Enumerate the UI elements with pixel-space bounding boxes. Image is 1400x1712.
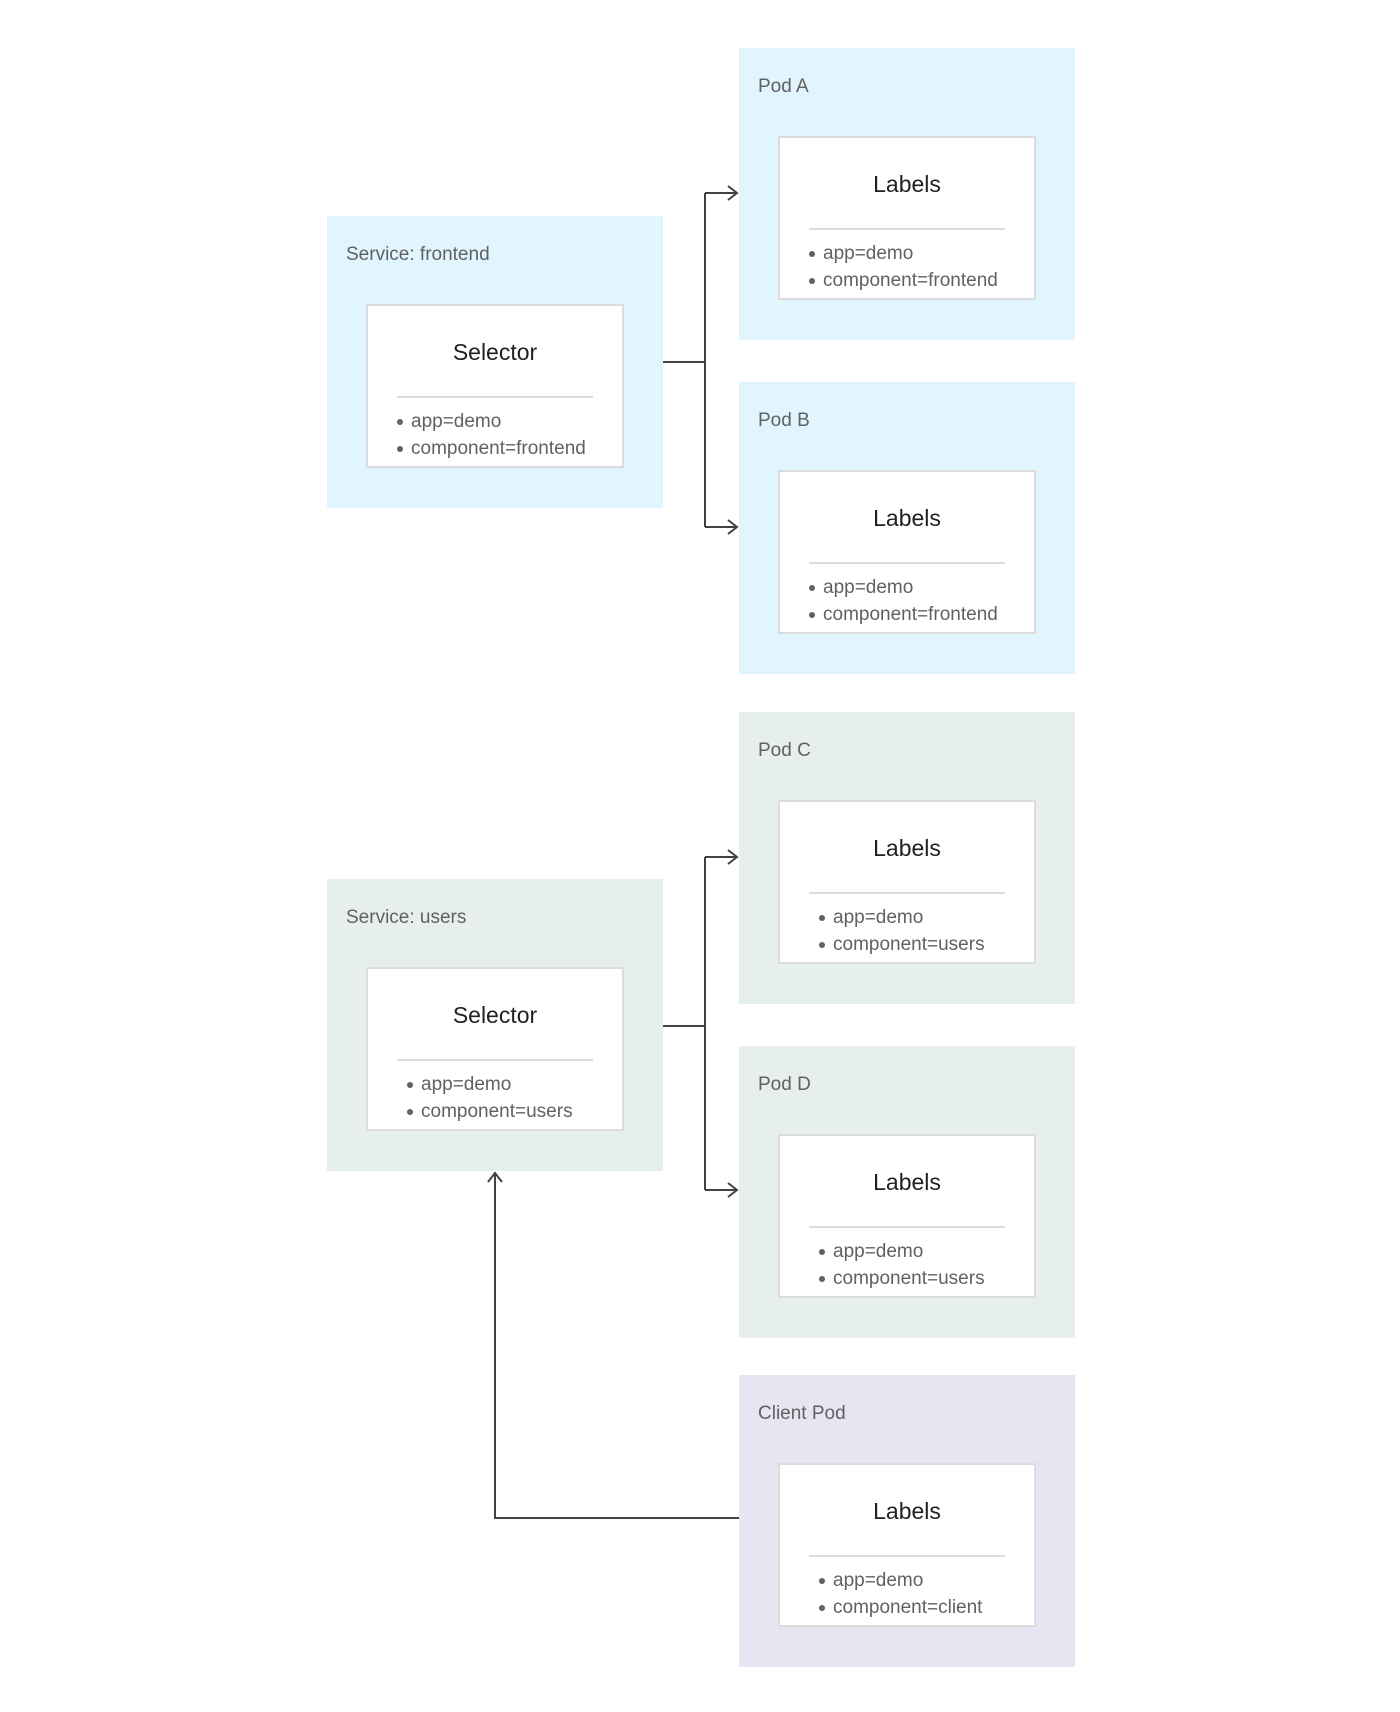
pod-c-title: Pod C xyxy=(758,740,811,761)
label-item: app=demo xyxy=(809,240,998,267)
selector-box: Selector app=demo component=frontend xyxy=(366,304,624,468)
labels-title: Labels xyxy=(873,1169,941,1195)
service-users-title: Service: users xyxy=(346,907,467,928)
divider xyxy=(809,1226,1005,1228)
selector-title: Selector xyxy=(452,1002,538,1028)
arrow-head-service-users xyxy=(487,1171,503,1183)
label-item: component=frontend xyxy=(809,601,998,628)
labels-box: Labels app=demo component=frontend xyxy=(778,470,1036,634)
selector-list: app=demo component=frontend xyxy=(397,408,586,462)
arrow-head-pod-b xyxy=(727,519,739,535)
labels-title: Labels xyxy=(873,1498,941,1524)
divider xyxy=(809,892,1005,894)
selector-item: app=demo xyxy=(407,1071,573,1098)
divider xyxy=(809,562,1005,564)
label-item: app=demo xyxy=(809,574,998,601)
labels-list: app=demo component=users xyxy=(819,1238,985,1292)
labels-box: Labels app=demo component=client xyxy=(778,1463,1036,1627)
labels-title: Labels xyxy=(873,835,941,861)
connector-users-trunk xyxy=(663,857,706,1190)
label-item: component=frontend xyxy=(809,267,998,294)
connector-frontend-trunk xyxy=(663,193,706,527)
labels-title: Labels xyxy=(873,505,941,531)
pod-b-box: Pod B Labels app=demo component=frontend xyxy=(739,382,1075,674)
labels-list: app=demo component=frontend xyxy=(809,574,998,628)
selector-item: component=users xyxy=(407,1098,573,1125)
service-frontend-title: Service: frontend xyxy=(346,244,490,265)
divider xyxy=(397,1059,593,1061)
divider xyxy=(809,228,1005,230)
label-item: component=users xyxy=(819,1265,985,1292)
pod-a-title: Pod A xyxy=(758,76,809,97)
selector-item: component=frontend xyxy=(397,435,586,462)
pod-b-title: Pod B xyxy=(758,410,810,431)
labels-title: Labels xyxy=(873,171,941,197)
arrow-head-pod-d xyxy=(727,1182,739,1198)
labels-box: Labels app=demo component=frontend xyxy=(778,136,1036,300)
pod-c-box: Pod C Labels app=demo component=users xyxy=(739,712,1075,1004)
divider xyxy=(397,396,593,398)
connector-client-to-service xyxy=(494,1174,739,1519)
selector-item: app=demo xyxy=(397,408,586,435)
pod-a-box: Pod A Labels app=demo component=frontend xyxy=(739,48,1075,340)
client-pod-box: Client Pod Labels app=demo component=cli… xyxy=(739,1375,1075,1667)
label-item: component=client xyxy=(819,1594,982,1621)
label-item: app=demo xyxy=(819,1238,985,1265)
selector-title: Selector xyxy=(452,339,538,365)
label-item: component=users xyxy=(819,931,985,958)
labels-box: Labels app=demo component=users xyxy=(778,800,1036,964)
selector-box: Selector app=demo component=users xyxy=(366,967,624,1131)
arrow-head-pod-c xyxy=(727,849,739,865)
labels-list: app=demo component=client xyxy=(819,1567,982,1621)
client-pod-title: Client Pod xyxy=(758,1403,846,1424)
arrow-head-pod-a xyxy=(727,185,739,201)
labels-list: app=demo component=frontend xyxy=(809,240,998,294)
service-users-box: Service: users Selector app=demo compone… xyxy=(327,879,663,1171)
label-item: app=demo xyxy=(819,904,985,931)
pod-d-box: Pod D Labels app=demo component=users xyxy=(739,1046,1075,1338)
pod-d-title: Pod D xyxy=(758,1074,811,1095)
divider xyxy=(809,1555,1005,1557)
service-frontend-box: Service: frontend Selector app=demo comp… xyxy=(327,216,663,508)
label-item: app=demo xyxy=(819,1567,982,1594)
labels-list: app=demo component=users xyxy=(819,904,985,958)
selector-list: app=demo component=users xyxy=(407,1071,573,1125)
labels-box: Labels app=demo component=users xyxy=(778,1134,1036,1298)
